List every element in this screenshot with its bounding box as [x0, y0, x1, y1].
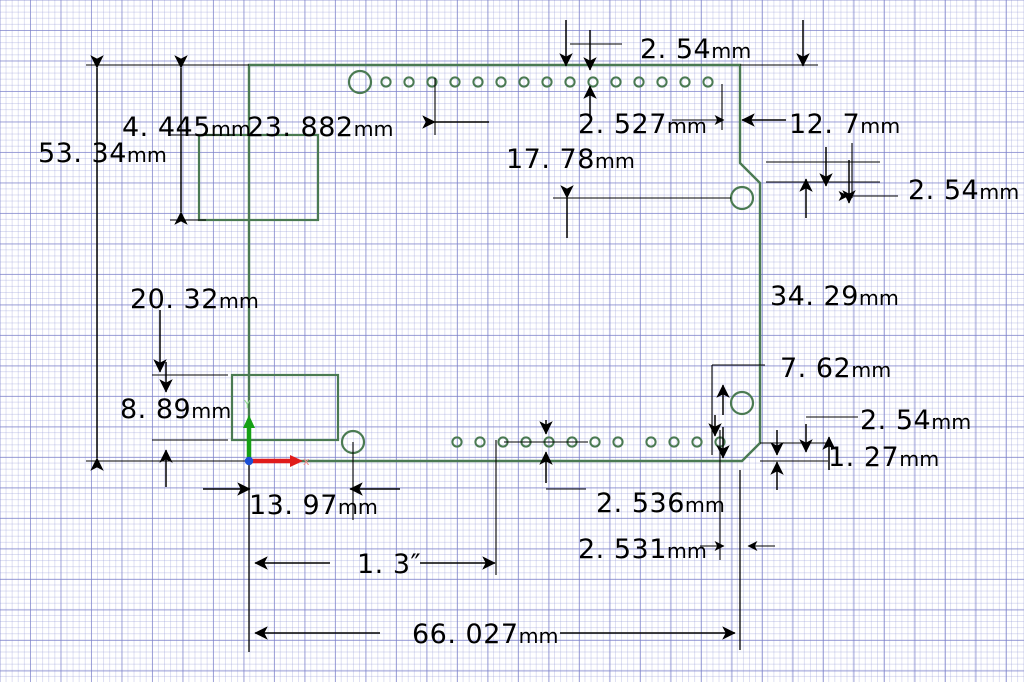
board-outline — [247, 63, 762, 463]
usb-connector-outline — [197, 133, 320, 222]
dim-label-mount-hole-offset: 7. 62mm — [780, 353, 892, 384]
origin-coordinate-system: x Y — [243, 398, 310, 468]
axis-y-arrowhead — [243, 415, 255, 428]
dim-label-header-gap-top: 2. 527mm — [578, 109, 707, 140]
dim-label-overall-height: 53. 34mm — [38, 138, 167, 169]
dim-label-chamfer-step: 2. 54mm — [908, 175, 1020, 206]
dim-label-jack-height: 8. 89mm — [120, 394, 232, 425]
dim-label-header-pitch-bottom: 2. 531mm — [578, 534, 707, 565]
dim-label-header-pitch-top: 2. 54mm — [640, 34, 752, 65]
axis-x-arrowhead — [290, 455, 303, 467]
dimension-lines-group — [86, 20, 898, 652]
dim-label-header-gap-bottom: 2. 536mm — [596, 488, 725, 519]
dim-label-bottom-step-a: 2. 54mm — [860, 405, 972, 436]
mount-hole-top-right — [729, 185, 755, 211]
mount-hole-bottom-right — [729, 390, 755, 416]
dim-label-bottom-step-b: 1. 27mm — [828, 442, 940, 473]
header-row-top — [380, 76, 714, 88]
origin-point — [244, 456, 254, 466]
dim-label-right-edge-inset: 12. 7mm — [789, 109, 901, 140]
mount-hole-top-left — [347, 69, 373, 95]
dim-label-usb-width: 23. 882mm — [247, 112, 394, 143]
header-row-bottom — [451, 436, 726, 448]
dim-label-usb-offset-top: 4. 445mm — [122, 112, 251, 143]
axis-y-label: Y — [243, 398, 251, 411]
dim-label-right-edge-length: 34. 29mm — [770, 281, 899, 312]
dim-label-jack-offset-top: 20. 32mm — [130, 284, 259, 315]
dim-label-hole-row-offset: 17. 78mm — [506, 144, 635, 175]
power-jack-outline — [230, 373, 340, 442]
dim-label-overall-width: 66. 027mm — [412, 619, 559, 650]
axis-x-label: x — [303, 455, 310, 468]
dim-label-jack-x-offset: 13. 97mm — [249, 490, 378, 521]
dim-label-inch-span: 1. 3″ — [357, 549, 422, 580]
